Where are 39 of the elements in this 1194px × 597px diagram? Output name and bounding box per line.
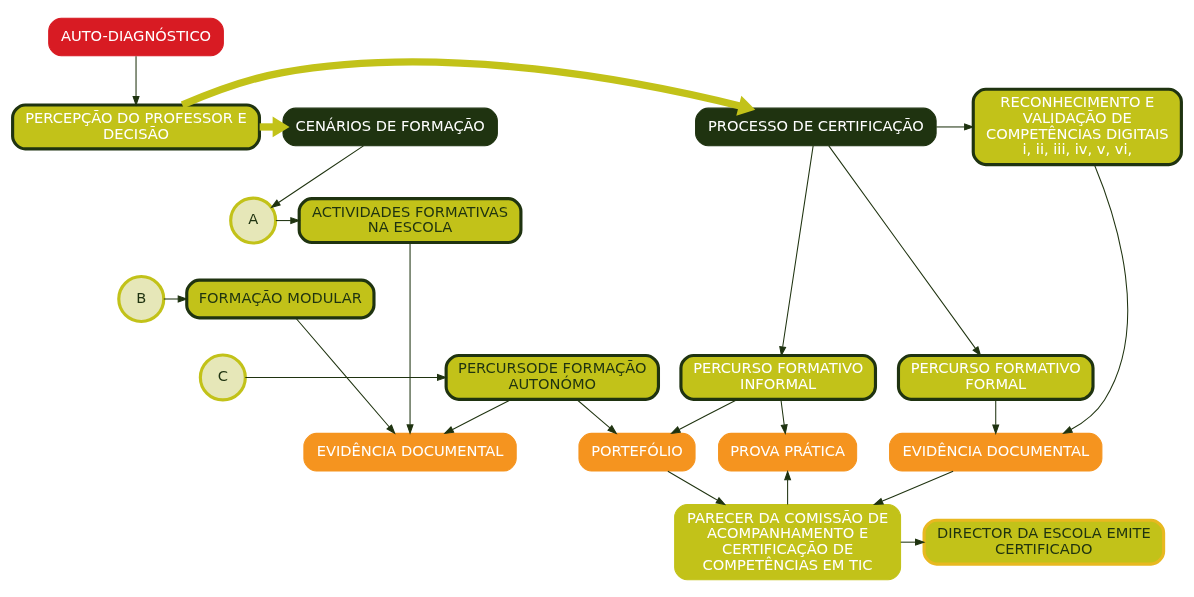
- arrow: [443, 398, 512, 434]
- node-box: PORTEFÓLIO: [578, 432, 696, 472]
- arrow: [667, 470, 727, 505]
- arrow: [670, 398, 738, 434]
- arrow: [406, 241, 414, 435]
- node-box: EVIDÊNCIA DOCUMENTAL: [303, 432, 517, 472]
- node-box: CENÁRIOS DE FORMAÇÃO: [282, 107, 498, 146]
- arrow: [780, 398, 788, 435]
- arrow: [828, 144, 982, 357]
- arrow: [779, 144, 814, 357]
- node-box: PARECER DA COMISSÃO DE ACOMPANHAMENTO E CERTIFICAÇÃO DE COMPETÊNCIAS EM TIC: [674, 503, 902, 580]
- arrow: [992, 398, 1000, 435]
- node-box: AUTO-DIAGNÓSTICO: [48, 17, 224, 56]
- node-box: PROCESSO DE CERTIFICAÇÃO: [695, 107, 937, 146]
- node-circle: B: [117, 274, 166, 323]
- arrow: [935, 122, 975, 131]
- arrow: [872, 470, 954, 505]
- arrow: [1062, 163, 1129, 434]
- arrow: [244, 373, 448, 381]
- node-box: DIRECTOR DA ESCOLA EMITE CERTIFICADO: [922, 518, 1166, 566]
- node-box: PERCURSO FORMATIVO FORMAL: [896, 353, 1095, 401]
- node-box: PERCURSO FORMATIVO INFORMAL: [679, 353, 878, 401]
- arrow: [180, 57, 756, 116]
- arrow: [576, 398, 618, 434]
- arrow: [132, 55, 140, 107]
- arrow: [900, 538, 926, 546]
- node-box: EVIDÊNCIA DOCUMENTAL: [889, 432, 1103, 472]
- arrow: [295, 316, 396, 434]
- node-circle: C: [198, 352, 247, 401]
- node-box: ACTIVIDADES FORMATIVAS NA ESCOLA: [297, 196, 523, 244]
- node-box: PERCURSODE FORMAÇÃO AUTONÓMO: [444, 353, 660, 401]
- arrow: [270, 144, 364, 208]
- node-box: FORMAÇÃO MODULAR: [185, 278, 376, 319]
- node-box: RECONHECIMENTO E VALIDAÇÃO DE COMPETÊNCIAS DIGITAIS i, ii, iii, iv, v, vi,: [971, 87, 1183, 166]
- arrow: [163, 294, 189, 303]
- node-box: PERCEPÇÃO DO PROFESSOR E DECISÃO: [11, 102, 261, 150]
- arrow: [783, 469, 792, 505]
- node-box: PROVA PRÁTICA: [718, 432, 858, 472]
- node-circle: A: [229, 196, 278, 245]
